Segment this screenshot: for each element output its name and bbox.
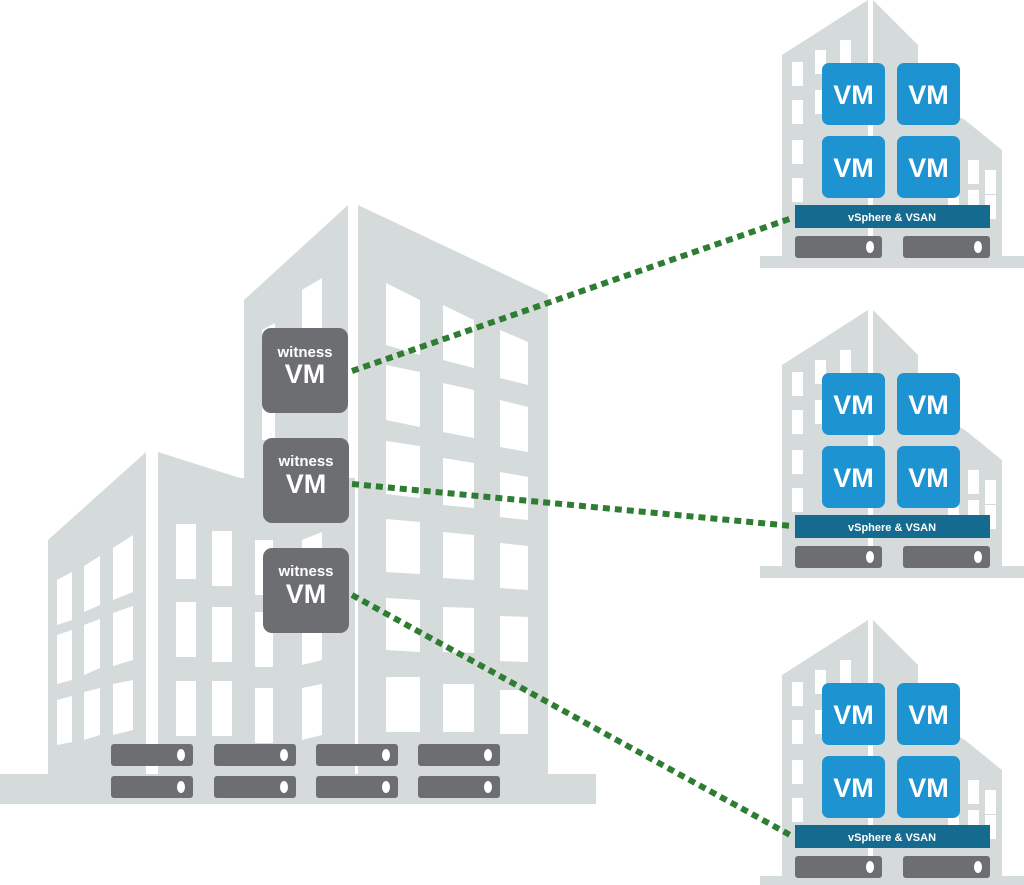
vm-tile[interactable]: VM (822, 756, 885, 818)
server-unit (903, 856, 990, 878)
witness-link-1 (351, 215, 793, 374)
server-unit (111, 744, 193, 766)
remote-site-1: VM VM VM VM vSphere & VSAN (760, 0, 1024, 268)
server-unit (214, 776, 296, 798)
server-unit (316, 776, 398, 798)
left-wing-windows (57, 535, 133, 745)
witness-vm-3-label: witness (277, 563, 333, 580)
vm-label: VM (908, 390, 949, 420)
witness-vm-2-label: witness (277, 453, 333, 470)
server-unit (795, 236, 882, 258)
vm-tile[interactable]: VM (897, 683, 960, 745)
vm-tile[interactable]: VM (822, 63, 885, 125)
server-led-icon (974, 551, 982, 563)
platform-bar: vSphere & VSAN (795, 825, 990, 848)
vm-label: VM (833, 153, 874, 183)
vm-tile[interactable]: VM (897, 373, 960, 435)
server-led-icon (382, 781, 390, 793)
server-led-icon (280, 781, 288, 793)
server-led-icon (382, 749, 390, 761)
server-unit (214, 744, 296, 766)
vm-label: VM (833, 463, 874, 493)
witness-vm-1-type: VM (285, 359, 326, 389)
vm-tile[interactable]: VM (897, 63, 960, 125)
server-led-icon (866, 861, 874, 873)
vm-tile[interactable]: VM (897, 136, 960, 198)
vm-label: VM (908, 153, 949, 183)
server-led-icon (484, 749, 492, 761)
vm-tile[interactable]: VM (822, 446, 885, 508)
tower-windows (386, 283, 528, 734)
vm-label: VM (833, 390, 874, 420)
server-unit (418, 744, 500, 766)
server-led-icon (177, 749, 185, 761)
vm-tile[interactable]: VM (822, 373, 885, 435)
server-unit (316, 744, 398, 766)
vm-tile[interactable]: VM (822, 683, 885, 745)
server-unit (418, 776, 500, 798)
vm-tile[interactable]: VM (822, 136, 885, 198)
server-unit (795, 546, 882, 568)
vm-label: VM (908, 700, 949, 730)
remote-site-2: VM VM VM VM vSphere & VSAN (760, 310, 1024, 578)
server-led-icon (974, 861, 982, 873)
server-led-icon (177, 781, 185, 793)
platform-bar: vSphere & VSAN (795, 515, 990, 538)
platform-label: vSphere & VSAN (848, 522, 936, 534)
platform-bar: vSphere & VSAN (795, 205, 990, 228)
remote-sites: VM VM VM VM vSphere & VSAN VM VM VM VM vSphere & … (760, 0, 1024, 885)
witness-links (350, 215, 794, 839)
server-unit (111, 776, 193, 798)
vm-label: VM (833, 773, 874, 803)
vm-label: VM (908, 80, 949, 110)
witness-vm-3-type: VM (286, 579, 327, 609)
server-led-icon (484, 781, 492, 793)
witness-link-2 (351, 481, 793, 529)
remote-site-3: VM VM VM VM vSphere & VSAN (760, 620, 1024, 885)
server-led-icon (866, 241, 874, 253)
server-unit (795, 856, 882, 878)
platform-label: vSphere & VSAN (848, 212, 936, 224)
vm-label: VM (908, 463, 949, 493)
server-unit (903, 546, 990, 568)
witness-vm-2-type: VM (286, 469, 327, 499)
platform-label: vSphere & VSAN (848, 832, 936, 844)
witness-vm-1-label: witness (276, 344, 332, 361)
witness-vm-2[interactable]: witness VM (263, 438, 349, 523)
vm-tile[interactable]: VM (897, 446, 960, 508)
server-led-icon (974, 241, 982, 253)
server-led-icon (280, 749, 288, 761)
server-led-icon (866, 551, 874, 563)
vm-tile[interactable]: VM (897, 756, 960, 818)
witness-site-servers (111, 744, 500, 798)
witness-vm-1[interactable]: witness VM (262, 328, 348, 413)
server-unit (903, 236, 990, 258)
vm-label: VM (908, 773, 949, 803)
vm-label: VM (833, 700, 874, 730)
vm-label: VM (833, 80, 874, 110)
witness-vm-3[interactable]: witness VM (263, 548, 349, 633)
